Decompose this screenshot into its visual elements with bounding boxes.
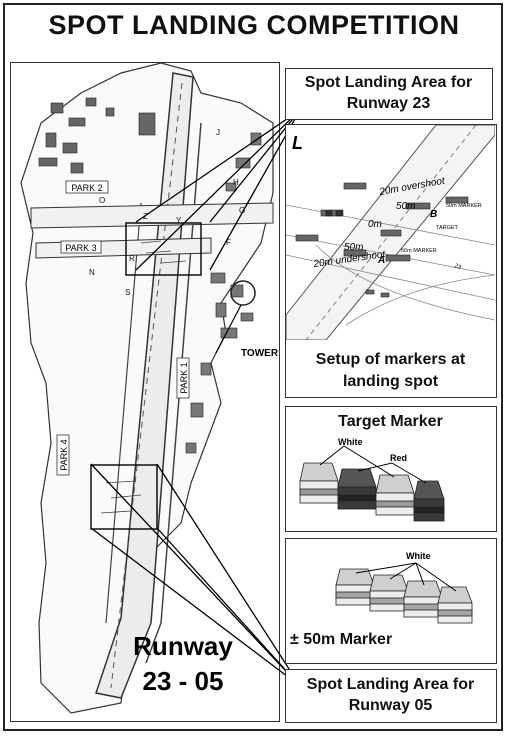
poster-title: SPOT LANDING COMPETITION: [48, 10, 460, 40]
svg-text:H: H: [233, 178, 239, 187]
park-4-label: PARK 4: [56, 434, 70, 476]
setup-b: B: [430, 209, 437, 220]
fifty-label-lines: [355, 562, 457, 592]
svg-text:J: J: [216, 128, 220, 137]
svg-text:F: F: [226, 238, 231, 247]
setup-50m-top: 50m: [396, 201, 415, 212]
tower-area-circle: [230, 280, 256, 306]
setup-0m: 0m: [368, 219, 382, 230]
setup-panel: L 20m overshoot 50m B 50m MARKER 0m TARG…: [285, 124, 497, 398]
target-label-lines: [319, 445, 427, 484]
target-red-label: Red: [390, 453, 407, 463]
area-23-line2: Runway 23: [346, 95, 431, 112]
fifty-marker-illustration: White: [335, 551, 473, 624]
svg-text:Z: Z: [143, 212, 148, 221]
setup-target: TARGET: [436, 225, 459, 231]
setup-50m-marker-bottom: 50m MARKER: [401, 248, 437, 254]
svg-text:PARK 4: PARK 4: [59, 439, 69, 470]
svg-text:O: O: [99, 196, 105, 205]
poster-frame: [3, 3, 503, 731]
airport-map: PARK 2 PARK 3 PARK 4 PARK 1 J H G F Z Y …: [20, 62, 279, 714]
fifty-marker-panel: White ± 50m Marker: [285, 538, 497, 664]
setup-diagram: L 20m overshoot 50m B 50m MARKER 0m TARG…: [285, 124, 496, 341]
fifty-blocks: [335, 568, 473, 624]
target-marker-panel: Target Marker White Red: [285, 406, 497, 532]
tower-pointer: [215, 304, 242, 354]
svg-text:R: R: [129, 254, 135, 263]
park-1-label: PARK 1: [176, 357, 190, 399]
tower-label: TOWER: [241, 348, 278, 359]
setup-target-markers: [325, 210, 343, 217]
target-marker-title: Target Marker: [338, 413, 443, 430]
runway-label-line2: 23 - 05: [143, 666, 224, 696]
setup-rwy-number: 23: [453, 263, 462, 271]
setup-50m-marker-top: 50m MARKER: [446, 203, 482, 209]
apron-band: [30, 202, 274, 229]
airport-map-panel: PARK 2 PARK 3 PARK 4 PARK 1 J H G F Z Y …: [10, 62, 280, 722]
svg-text:PARK 3: PARK 3: [65, 243, 96, 253]
setup-a: A: [377, 255, 385, 266]
target-blocks: [299, 462, 445, 522]
svg-text:PARK 1: PARK 1: [179, 362, 189, 393]
target-marker-illustration: White Red: [299, 437, 445, 522]
area-05-line2: Runway 05: [348, 697, 433, 714]
svg-text:G: G: [239, 206, 245, 215]
area-05-line1: Spot Landing Area for: [306, 676, 475, 693]
fifty-white-label: White: [406, 551, 431, 561]
svg-text:PARK 2: PARK 2: [71, 183, 102, 193]
runway-label-line1: Runway: [133, 631, 233, 661]
svg-text:S: S: [125, 288, 130, 297]
setup-caption-line1: Setup of markers at: [315, 351, 466, 368]
target-white-label: White: [338, 437, 363, 447]
fifty-marker-title: ± 50m Marker: [290, 631, 393, 648]
setup-corner-letter: L: [292, 133, 303, 153]
area-05-label-box: Spot Landing Area for Runway 05: [285, 669, 497, 723]
setup-50m-bottom: 50m: [344, 242, 363, 253]
svg-text:Y: Y: [176, 216, 182, 225]
park-3-label: PARK 3: [60, 240, 102, 254]
setup-caption-line2: landing spot: [342, 373, 439, 390]
area-23-label-box: Spot Landing Area for Runway 23: [285, 68, 493, 120]
area-23-line1: Spot Landing Area for: [304, 74, 473, 91]
svg-text:N: N: [89, 268, 95, 277]
park-2-label: PARK 2: [65, 180, 109, 194]
